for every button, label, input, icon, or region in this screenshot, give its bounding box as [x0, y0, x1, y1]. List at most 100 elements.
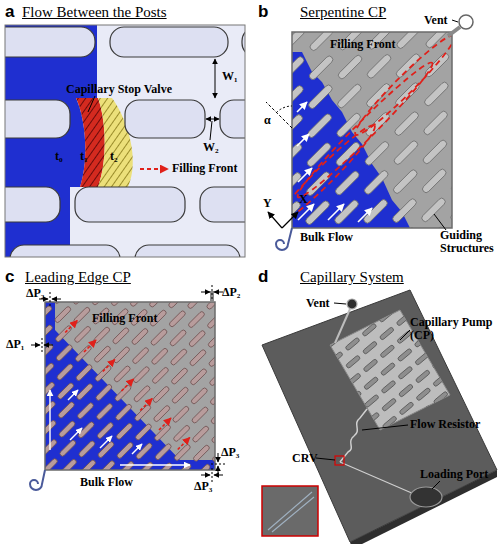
guiding-structure: [293, 344, 308, 358]
vent-port: [459, 15, 473, 29]
guiding-structure: [278, 394, 293, 408]
annotation-label: X: [299, 193, 308, 206]
annotation-label: t₂: [110, 150, 118, 163]
pump-interior: [292, 32, 452, 228]
annotation-label: ΔP₁: [6, 338, 24, 351]
annotation-label: W₁: [222, 70, 238, 83]
post: [75, 187, 185, 222]
annotation-label: t₀: [55, 150, 63, 163]
post: [125, 100, 205, 138]
guiding-structure: [312, 401, 327, 415]
guiding-structure: [168, 302, 186, 309]
guiding-structure: [308, 55, 334, 81]
guiding-structure: [116, 422, 134, 440]
pressure-arrow: [52, 299, 61, 300]
guiding-structure: [173, 425, 191, 443]
guiding-structure: [295, 397, 310, 411]
guiding-structure: [171, 386, 189, 404]
guiding-structure: [432, 355, 447, 369]
guiding-structure: [395, 53, 421, 79]
guiding-structure: [173, 444, 191, 462]
guiding-structure: [293, 326, 308, 340]
guiding-structure: [401, 473, 416, 487]
guiding-structure: [45, 343, 54, 361]
panel-letter: b: [258, 3, 268, 21]
panel-frame: bSerpentine CP: [258, 25, 498, 257]
guiding-structure: [365, 430, 380, 444]
system-illustration: [242, 224, 500, 544]
guiding-structure: [347, 408, 362, 422]
angle-arc: [277, 106, 293, 113]
guiding-structure: [74, 326, 92, 344]
annotation-label: t₁: [80, 150, 88, 163]
guiding-structure: [187, 302, 205, 309]
guiding-structure: [207, 311, 215, 329]
post: [220, 100, 245, 138]
guiding-structure: [452, 430, 467, 444]
guiding-structure: [364, 376, 379, 390]
guiding-structure: [154, 424, 172, 442]
pressure-arrow: [31, 345, 40, 346]
guiding-structure: [366, 53, 392, 79]
guiding-structure: [135, 442, 153, 460]
guiding-structure: [135, 423, 153, 441]
guiding-structure: [423, 110, 449, 136]
guiding-structure: [114, 384, 132, 402]
leader-line: [434, 214, 446, 230]
guiding-structure: [208, 350, 215, 368]
inlet-spiral: [276, 228, 292, 250]
guiding-structure: [310, 330, 325, 344]
guiding-structure: [45, 305, 53, 323]
guiding-structure: [343, 284, 358, 298]
guiding-structure: [152, 367, 170, 385]
guiding-structure: [206, 302, 215, 310]
vent-channel: [448, 27, 460, 36]
guiding-structure: [313, 419, 328, 433]
guiding-structure: [193, 463, 211, 470]
leader-line: [334, 303, 346, 304]
pump-interior: [45, 302, 215, 470]
flow-arrow: [298, 168, 312, 182]
guiding-structure: [384, 469, 399, 483]
guiding-structure: [483, 331, 498, 345]
guiding-structure: [345, 337, 360, 351]
annotation-label: ΔP₃: [194, 480, 212, 493]
guiding-structure: [307, 84, 333, 110]
guiding-structure: [416, 405, 431, 419]
post: [5, 100, 70, 138]
guiding-structure: [192, 425, 210, 443]
leader-line: [432, 481, 440, 489]
guiding-structure: [58, 401, 76, 419]
guiding-structure: [362, 323, 377, 337]
annotation-label: Y: [263, 197, 272, 210]
guiding-structure: [133, 385, 151, 403]
guiding-structure: [172, 405, 190, 423]
guiding-structure: [95, 384, 113, 402]
guiding-structure: [329, 387, 344, 401]
annotation-label: ΔP₃: [221, 446, 239, 459]
annotation-label: Capillary Pump (CP): [410, 316, 498, 342]
guiding-structure: [190, 368, 208, 386]
post: [110, 27, 228, 57]
front-arrow: [65, 321, 77, 333]
guiding-structure: [350, 480, 365, 494]
zoom-marker: [335, 456, 344, 465]
guiding-structure: [401, 455, 416, 469]
guiding-structure: [337, 54, 363, 80]
flow-arrow: [297, 102, 307, 112]
guiding-structure: [292, 32, 306, 53]
guiding-structure: [113, 365, 131, 383]
pressure-arrow: [44, 345, 53, 346]
guiding-structure: [55, 344, 73, 362]
guiding-structure: [362, 198, 388, 224]
guiding-structure: [466, 345, 481, 359]
panel-title: Serpentine CP: [300, 3, 386, 21]
guiding-structure: [416, 387, 431, 401]
flow-arrow: [68, 390, 78, 400]
panel-title: Leading Edge CP: [25, 268, 131, 286]
guiding-structure: [361, 287, 376, 301]
guiding-structure: [45, 439, 58, 457]
annotation-label: W₂: [203, 141, 219, 154]
guiding-structure: [415, 370, 430, 384]
guiding-structure: [188, 311, 206, 329]
